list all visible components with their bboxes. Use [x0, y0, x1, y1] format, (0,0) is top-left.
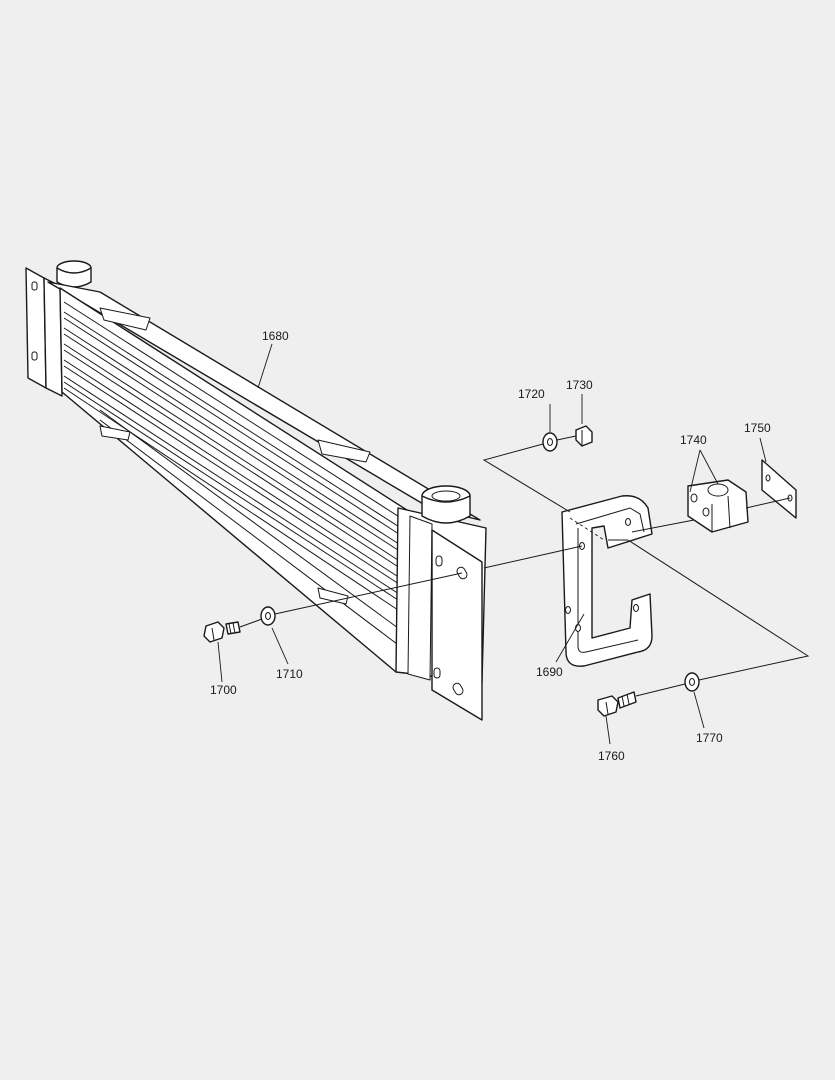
nut-1730	[575, 425, 593, 447]
callout-1690: 1690	[536, 665, 563, 679]
callout-1740: 1740	[680, 433, 707, 447]
washer-1710	[260, 606, 276, 626]
callout-labels: 1680 1690 1700 1710 1720 1730 1740 1750 …	[210, 329, 771, 763]
callout-1680: 1680	[262, 329, 289, 343]
callout-1700: 1700	[210, 683, 237, 697]
bolt-1700	[203, 621, 241, 643]
callout-1750: 1750	[744, 421, 771, 435]
callout-1770: 1770	[696, 731, 723, 745]
clamp-block-1740	[687, 479, 749, 533]
washer-1770	[684, 672, 700, 692]
callout-1720: 1720	[518, 387, 545, 401]
bracket-1690	[561, 495, 653, 667]
bolt-1760	[597, 691, 637, 717]
callout-1730: 1730	[566, 378, 593, 392]
callout-leaders	[217, 343, 767, 745]
callout-1710: 1710	[276, 667, 303, 681]
washer-1720	[542, 432, 558, 452]
callout-1760: 1760	[598, 749, 625, 763]
oil-cooler-1680	[25, 260, 487, 721]
assembly-axis-lines	[239, 435, 810, 697]
plate-1750	[761, 459, 797, 519]
cooler-fins	[63, 301, 405, 645]
